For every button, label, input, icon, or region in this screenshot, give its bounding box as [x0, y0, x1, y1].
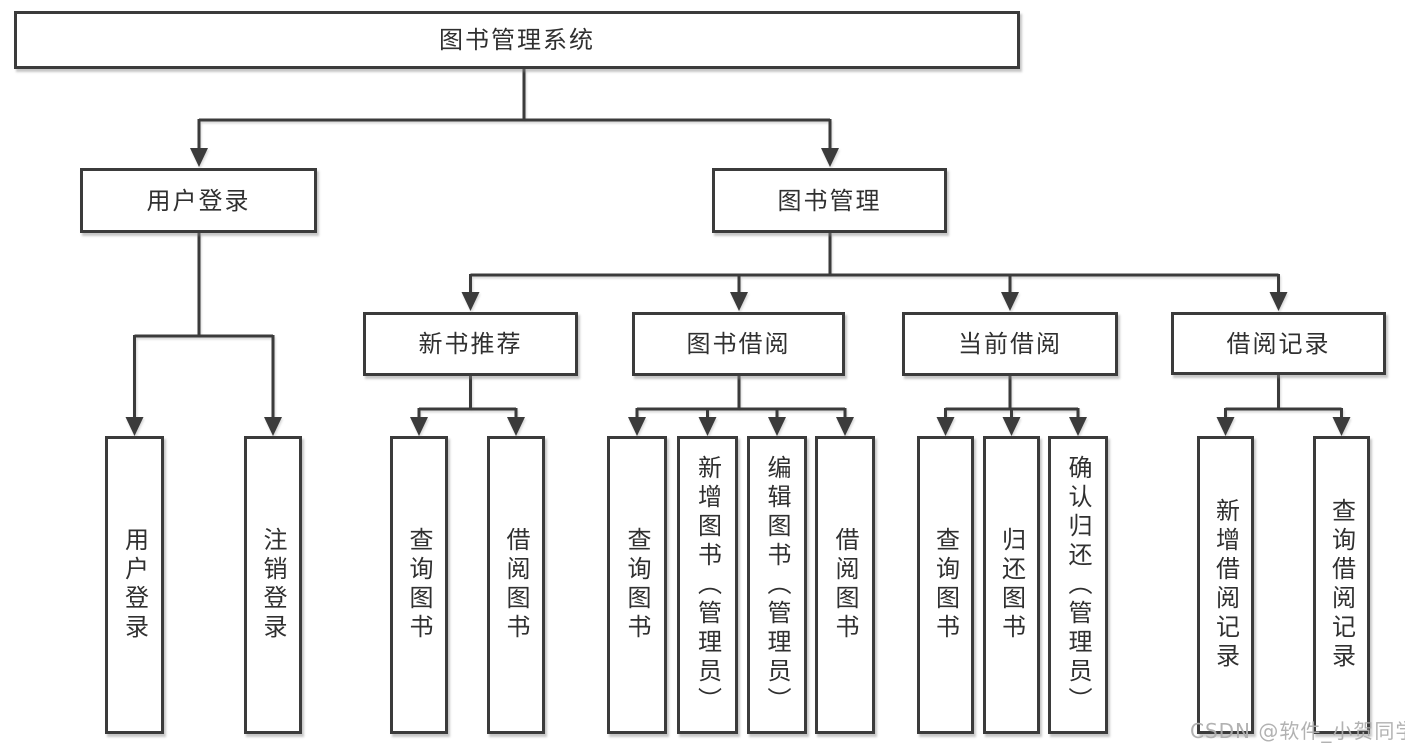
watermark: CSDN @软件_小贺同学: [1190, 719, 1405, 743]
leaf-nb-borrow-books: 借阅图书: [487, 436, 545, 734]
leaf-br-add-record: 新增借阅记录: [1197, 436, 1254, 734]
node-label: 用户登录: [146, 186, 251, 215]
node-label: 当前借阅: [958, 330, 1062, 358]
node-book-borrowing: 图书借阅: [632, 312, 845, 376]
node-label: 查询图书: [623, 527, 651, 643]
node-label: 图书借阅: [686, 330, 791, 358]
node-label: 查询借阅记录: [1327, 498, 1356, 672]
node-label: 图书管理系统: [439, 26, 595, 54]
node-borrowing-records: 借阅记录: [1171, 312, 1386, 375]
node-label: 新增图书（管理员）: [693, 454, 722, 716]
leaf-cb-confirm-return-admin: 确认归还（管理员）: [1048, 436, 1108, 734]
leaf-bb-query-books: 查询图书: [607, 436, 667, 734]
node-label: 新书推荐: [418, 330, 523, 358]
leaf-bb-edit-books-admin: 编辑图书（管理员）: [747, 436, 807, 734]
leaf-cb-query-books: 查询图书: [917, 436, 974, 734]
node-new-book-recommend: 新书推荐: [363, 312, 578, 376]
node-label: 借阅记录: [1226, 329, 1331, 358]
leaf-logout: 注销登录: [244, 436, 302, 734]
leaf-user-login: 用户登录: [105, 436, 164, 734]
node-current-borrowing: 当前借阅: [902, 312, 1118, 376]
node-label: 借阅图书: [502, 527, 530, 643]
node-label: 编辑图书（管理员）: [763, 454, 791, 716]
leaf-bb-borrow-books: 借阅图书: [815, 436, 875, 734]
node-label: 用户登录: [120, 527, 149, 643]
arrowhead-icons: [125, 148, 1351, 436]
node-label: 图书管理: [777, 186, 882, 215]
leaf-br-query-record: 查询借阅记录: [1313, 436, 1370, 734]
leaf-cb-return-books: 归还图书: [983, 436, 1040, 734]
node-library-system: 图书管理系统: [14, 11, 1020, 69]
node-label: 新增借阅记录: [1211, 498, 1240, 672]
leaf-bb-add-books-admin: 新增图书（管理员）: [677, 436, 738, 734]
node-label: 借阅图书: [831, 527, 859, 643]
leaf-nb-query-books: 查询图书: [390, 436, 448, 734]
node-label: 注销登录: [259, 527, 287, 643]
node-user-login: 用户登录: [80, 168, 317, 233]
node-label: 查询图书: [405, 527, 433, 643]
node-label: 归还图书: [997, 527, 1026, 643]
node-label: 确认归还（管理员）: [1064, 454, 1092, 716]
node-book-management: 图书管理: [712, 168, 947, 233]
node-label: 查询图书: [931, 527, 960, 643]
